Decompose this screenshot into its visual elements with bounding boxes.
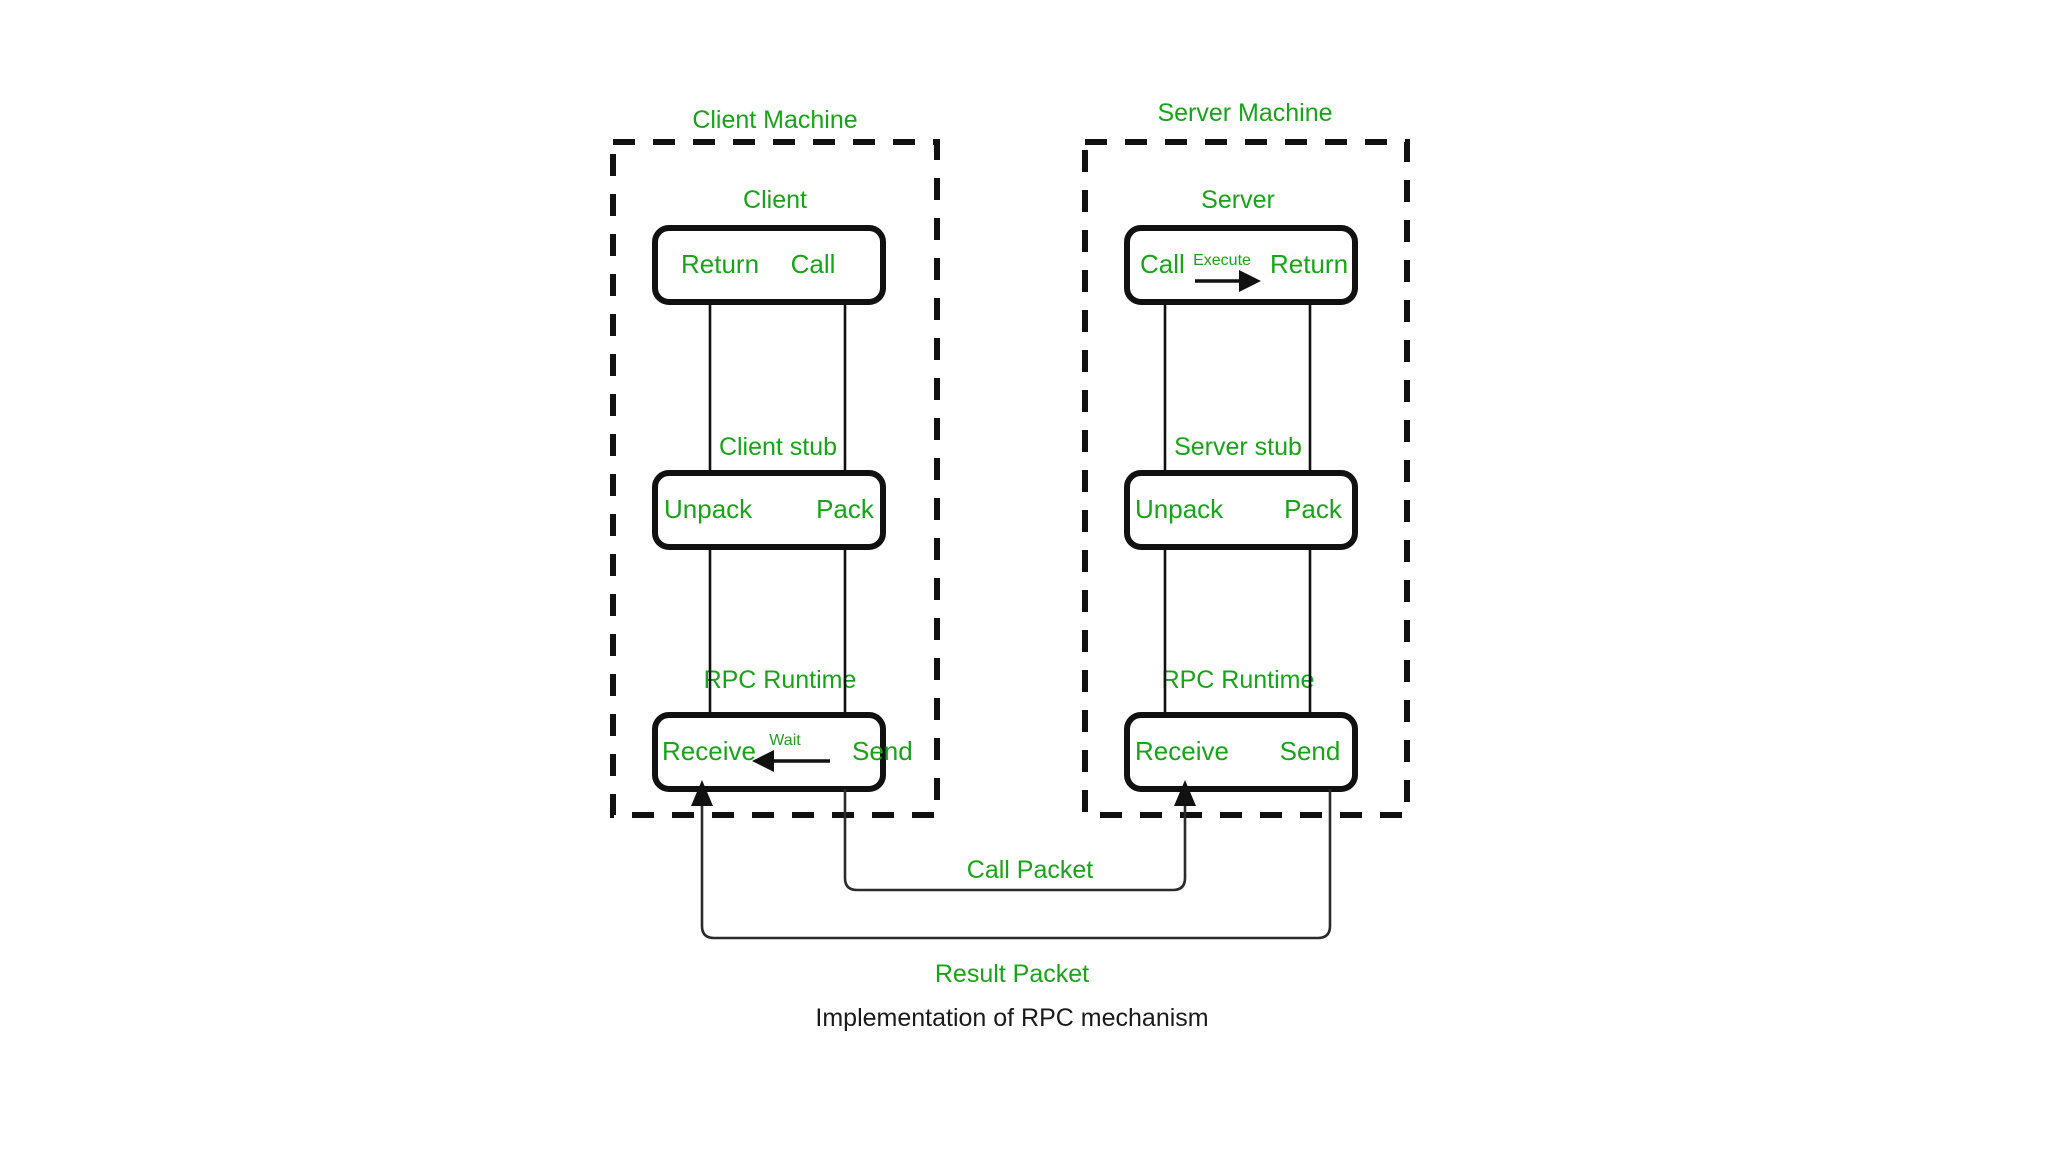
result-packet-label: Result Packet <box>935 960 1089 988</box>
call-packet-path <box>843 789 1187 892</box>
server-layer-label-rpc-runtime: RPC Runtime <box>1162 666 1315 694</box>
server-layer-label-server-stub: Server stub <box>1174 433 1302 461</box>
client-machine-frame <box>610 139 940 818</box>
client-port-call: Call <box>791 249 836 279</box>
server-machine-frame <box>1082 139 1410 818</box>
server-box-server <box>1124 225 1358 305</box>
server-port-receive: Receive <box>1135 736 1229 766</box>
client-box-client <box>652 225 886 305</box>
server-port-call: Call <box>1140 249 1185 279</box>
client-wait-arrowhead <box>752 750 774 772</box>
client-port-return: Return <box>681 249 759 279</box>
server-execute-arrowhead <box>1239 270 1261 292</box>
call-packet-arrowhead <box>1174 780 1196 806</box>
client-inline-label-wait: Wait <box>769 732 801 749</box>
server-box-rpc-runtime <box>1124 712 1358 792</box>
client-box-rpc-runtime <box>652 712 886 792</box>
client-port-pack: Pack <box>816 494 875 524</box>
call-packet-label: Call Packet <box>967 856 1093 884</box>
server-layer-label-server: Server <box>1201 186 1275 214</box>
server-port-return: Return <box>1270 249 1348 279</box>
client-box-client-stub <box>652 470 886 550</box>
client-port-unpack: Unpack <box>664 494 753 524</box>
result-packet-arrowhead <box>691 780 713 806</box>
diagram-caption: Implementation of RPC mechanism <box>815 1004 1208 1032</box>
result-packet-path <box>700 789 1332 940</box>
client-layer-label-client-stub: Client stub <box>719 433 837 461</box>
server-port-unpack: Unpack <box>1135 494 1224 524</box>
server-inline-label-execute: Execute <box>1193 252 1251 269</box>
client-port-send: Send <box>852 736 913 766</box>
server-port-send: Send <box>1280 736 1341 766</box>
client-machine-title: Client Machine <box>692 106 857 134</box>
client-layer-label-client: Client <box>743 186 807 214</box>
server-port-pack: Pack <box>1284 494 1343 524</box>
client-port-receive: Receive <box>662 736 756 766</box>
server-machine-title: Server Machine <box>1157 99 1332 127</box>
client-layer-label-rpc-runtime: RPC Runtime <box>704 666 857 694</box>
server-box-server-stub <box>1124 470 1358 550</box>
